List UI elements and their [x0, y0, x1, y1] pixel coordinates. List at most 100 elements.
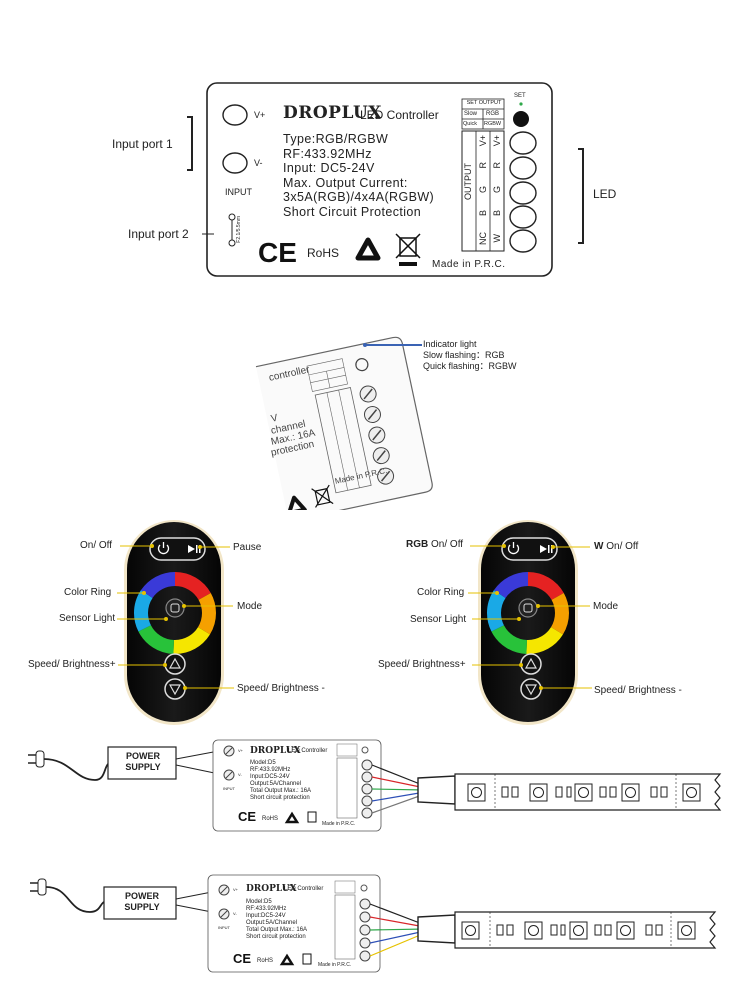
play-pause-icon — [540, 545, 553, 553]
input-port-2-label: Input port 2 — [128, 227, 189, 241]
triangle-down-icon — [524, 684, 538, 696]
color-ring[interactable] — [134, 572, 216, 654]
rgb-col-b: B — [478, 210, 488, 217]
output-terminal-4 — [509, 205, 537, 229]
indicator-photo — [255, 336, 433, 510]
indicator-slow: Slow flashing：RGB — [423, 350, 505, 360]
product-mini-2: LED Controller — [284, 886, 324, 892]
right-rgb-bold: RGB — [406, 539, 429, 550]
left-speed-up-label: Speed/ Brightness+ — [28, 659, 116, 670]
rohs-label: RoHS — [307, 246, 340, 260]
remote-right — [468, 520, 592, 725]
wiring-rgbw: CE — [30, 874, 717, 973]
photo-terminals — [359, 385, 395, 485]
spec-block: Type:RGB/RGBW RF:433.92MHz Input: DC5-24… — [283, 132, 434, 219]
play-pause-icon — [188, 545, 201, 553]
speed-down-button[interactable] — [164, 678, 186, 700]
power-icon — [157, 542, 170, 555]
left-on-off-label: On/ Off — [80, 540, 113, 551]
right-w-on-off-label: On/ Off — [606, 541, 639, 552]
input-label: INPUT — [225, 187, 252, 197]
product-mini-1: LED Controller — [288, 748, 328, 754]
right-speed-up-label: Speed/ Brightness+ — [378, 659, 466, 670]
spec-line: 3x5A(RGB)/4x4A(RGBW) — [283, 190, 435, 204]
set-table-header: SET OUTPUT — [466, 100, 502, 106]
spec-line: Short circuit protection — [250, 795, 310, 801]
right-rgb-on-off: RGB On/ Off — [406, 539, 463, 550]
spec-line: Max. Output Current: — [283, 175, 408, 190]
spec-line: Input:DC5-24V — [246, 913, 286, 919]
right-color-ring-label: Color Ring — [417, 587, 465, 598]
spec-line: Model:D5 — [250, 760, 276, 766]
photo-recycle-icon — [287, 495, 307, 510]
strip-connector — [417, 914, 456, 944]
weee-bin-icon — [395, 233, 421, 266]
color-ring[interactable] — [487, 572, 569, 654]
indicator-quick: Quick flashing：RGBW — [423, 361, 517, 371]
spec-line: Type:RGB/RGBW — [283, 132, 389, 146]
right-sensor-light-label: Sensor Light — [410, 614, 467, 625]
set-table-slow-val: RGB — [486, 111, 500, 117]
spec-line: Model:D5 — [246, 899, 272, 905]
product-name: LED Controller — [360, 108, 439, 122]
indicator-title: Indicator light — [423, 339, 477, 349]
mode-button[interactable] — [165, 598, 185, 618]
right-on-off-label: On/ Off — [431, 539, 464, 550]
rgb-w-on-off-button[interactable] — [501, 537, 558, 561]
rgb-col-vplus: V+ — [478, 135, 488, 147]
input-port-1-bracket — [187, 116, 193, 171]
input-port-1-label: Input port 1 — [112, 137, 173, 151]
right-w-bold: W — [594, 541, 604, 552]
made-in-label: Made in P.R.C. — [432, 259, 506, 270]
mode-button[interactable] — [518, 598, 538, 618]
speed-down-button[interactable] — [520, 678, 542, 700]
left-pause-label: Pause — [233, 542, 262, 553]
indicator-leader — [363, 343, 422, 347]
speed-up-button[interactable] — [520, 653, 542, 675]
rgb-col-nc: NC — [478, 232, 488, 245]
spec-line: Output:5A/Channel — [250, 781, 302, 787]
wiring-diagrams: CE — [28, 739, 722, 973]
output-block — [461, 130, 505, 252]
brand-logo-mini-1: DROPLUX — [250, 746, 301, 756]
left-speed-down-label: Speed/ Brightness - — [237, 683, 325, 694]
set-table — [461, 98, 505, 130]
input-pos-label: V+ — [254, 110, 266, 120]
ce-mark: CE — [258, 237, 297, 268]
speed-up-button[interactable] — [164, 653, 186, 675]
spec-line: Input: DC5-24V — [283, 161, 375, 175]
photo-set-button — [355, 358, 369, 372]
spec-line: Input:DC5-24V — [250, 774, 290, 780]
triangle-up-icon — [524, 657, 538, 669]
input-pos-mini-1: V+ — [238, 748, 244, 753]
jack-spec-label: F2.1/5.5mm — [236, 216, 242, 243]
remote-left — [117, 520, 234, 725]
input-label-mini-1: INPUT — [223, 786, 235, 791]
indicator-led — [519, 102, 523, 106]
set-button[interactable] — [513, 111, 529, 127]
power-supply-box — [107, 746, 177, 780]
led-label: LED — [593, 187, 617, 201]
spec-line: RF:433.92MHz — [283, 146, 372, 161]
triangle-down-icon — [168, 684, 182, 696]
plug-icon — [30, 878, 105, 913]
spec-line: Short circuit protection — [246, 934, 306, 940]
recycle-icon — [355, 237, 381, 261]
input-terminal-neg — [222, 152, 248, 174]
set-label: SET — [514, 93, 526, 99]
dc-jack-icon — [228, 213, 236, 247]
rgbw-col-w: W — [492, 234, 502, 243]
output-label: OUTPUT — [463, 163, 473, 201]
power-icon — [507, 542, 520, 555]
input-terminal-pos — [222, 104, 248, 126]
rgb-col-r: R — [478, 162, 488, 169]
svg-text:CE: CE — [233, 951, 251, 966]
input-neg-label: V- — [254, 158, 263, 168]
led-bracket — [578, 148, 584, 244]
remotes — [117, 520, 592, 725]
rgbw-col-b: B — [492, 210, 502, 217]
left-color-ring-label: Color Ring — [64, 587, 112, 598]
rgbw-col-r: R — [492, 162, 502, 169]
made-in-mini-1: Made in P.R.C. — [322, 821, 356, 827]
rgbw-col-vplus: V+ — [492, 135, 502, 147]
